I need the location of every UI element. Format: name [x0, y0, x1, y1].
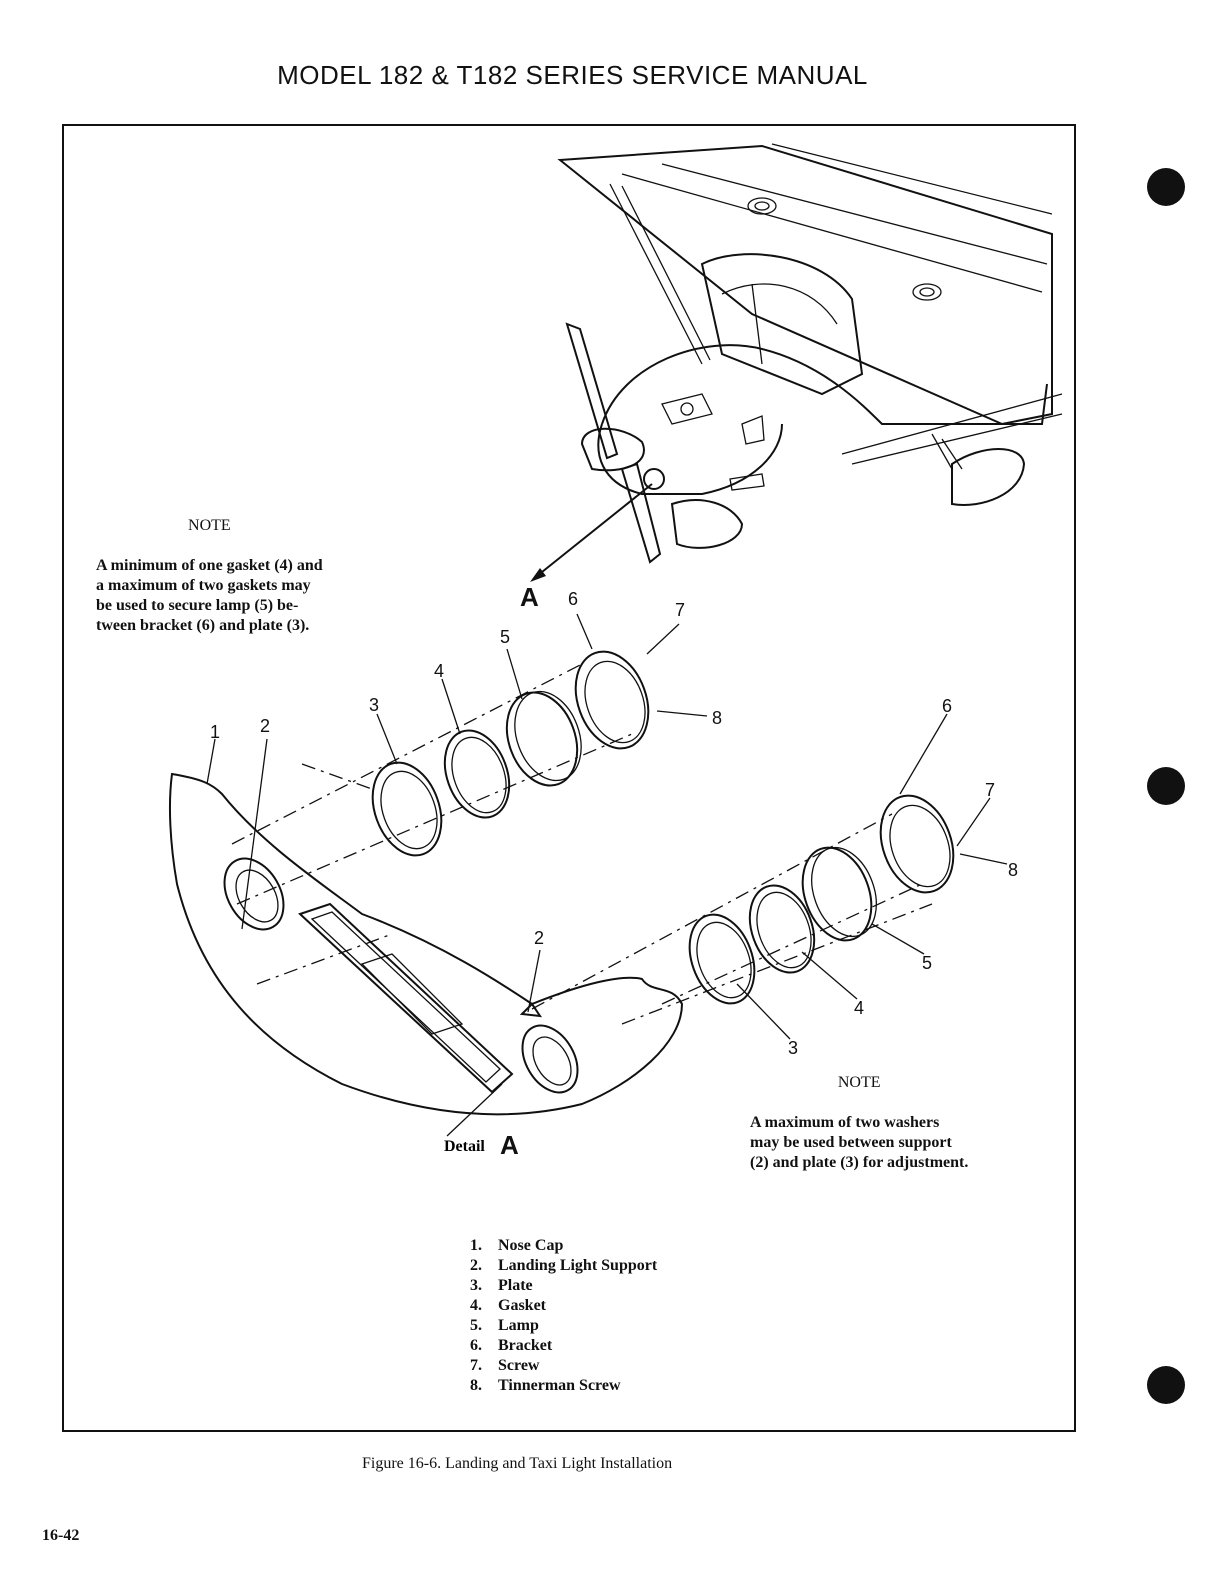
legend-item: 4.Gasket	[470, 1297, 546, 1314]
note-title: NOTE	[188, 517, 231, 534]
note-line: (2) and plate (3) for adjustment.	[750, 1154, 969, 1171]
callout-4-lower: 4	[854, 998, 864, 1018]
parts-legend: 1.Nose Cap 2.Landing Light Support 3.Pla…	[470, 1236, 657, 1396]
callout-8-upper: 8	[712, 708, 722, 728]
callout-3-upper: 3	[369, 695, 379, 715]
callout-1: 1	[210, 722, 220, 742]
nose-cap-drawing	[168, 772, 684, 1116]
lower-lamp-assembly	[531, 794, 955, 1025]
legend-item: 7.Screw	[470, 1357, 540, 1374]
legend-item: 5.Lamp	[470, 1317, 539, 1334]
callout-4-upper: 4	[434, 661, 444, 681]
detail-a-letter: A	[500, 1130, 519, 1160]
figure-frame	[62, 124, 1076, 1432]
legend-item: 3.Plate	[470, 1277, 533, 1294]
legend-item: 6.Bracket	[470, 1337, 553, 1354]
binder-hole-middle	[1147, 767, 1185, 805]
figure-caption: Figure 16-6. Landing and Taxi Light Inst…	[362, 1455, 673, 1472]
note-line: A maximum of two washers	[750, 1114, 940, 1131]
detail-label: Detail	[444, 1138, 485, 1155]
note-line: A minimum of one gasket (4) and	[96, 557, 323, 574]
upper-lamp-assembly	[231, 650, 650, 985]
binder-hole-top	[1147, 168, 1185, 206]
callout-6-lower: 6	[942, 696, 952, 716]
page-number: 16-42	[42, 1527, 80, 1544]
callout-5-lower: 5	[922, 953, 932, 973]
callout-6-upper: 6	[568, 589, 578, 609]
note-line: may be used between support	[750, 1134, 952, 1151]
note-line: tween bracket (6) and plate (3).	[96, 617, 310, 634]
callout-2-lower: 2	[534, 928, 544, 948]
binder-hole-bottom	[1147, 1366, 1185, 1404]
callout-3-lower: 3	[788, 1038, 798, 1058]
legend-item: 2.Landing Light Support	[470, 1257, 658, 1274]
callout-2-upper: 2	[260, 716, 270, 736]
callout-8-lower: 8	[1008, 860, 1018, 880]
leader-lines	[206, 613, 1008, 1137]
callout-5-upper: 5	[500, 627, 510, 647]
note-title: NOTE	[837, 1074, 881, 1091]
note-gasket: NOTE A minimum of one gasket (4) and a m…	[96, 516, 323, 636]
page-header: MODEL 182 & T182 SERIES SERVICE MANUAL	[277, 60, 868, 90]
callout-7-upper: 7	[675, 600, 685, 620]
legend-item: 8.Tinnerman Screw	[470, 1377, 621, 1394]
note-line: a maximum of two gaskets may	[96, 577, 311, 594]
landing-light-illustration: 1 2 3 4 5 6 7 8 6 7 8 5 4 3 2 A Detail A	[168, 143, 1063, 1160]
note-washers: NOTE A maximum of two washers may be use…	[750, 1073, 968, 1173]
legend-item: 1.Nose Cap	[470, 1237, 564, 1254]
callout-7-lower: 7	[985, 780, 995, 800]
note-line: be used to secure lamp (5) be-	[96, 597, 299, 614]
airplane-drawing	[530, 143, 1063, 582]
view-a-label: A	[520, 582, 539, 612]
